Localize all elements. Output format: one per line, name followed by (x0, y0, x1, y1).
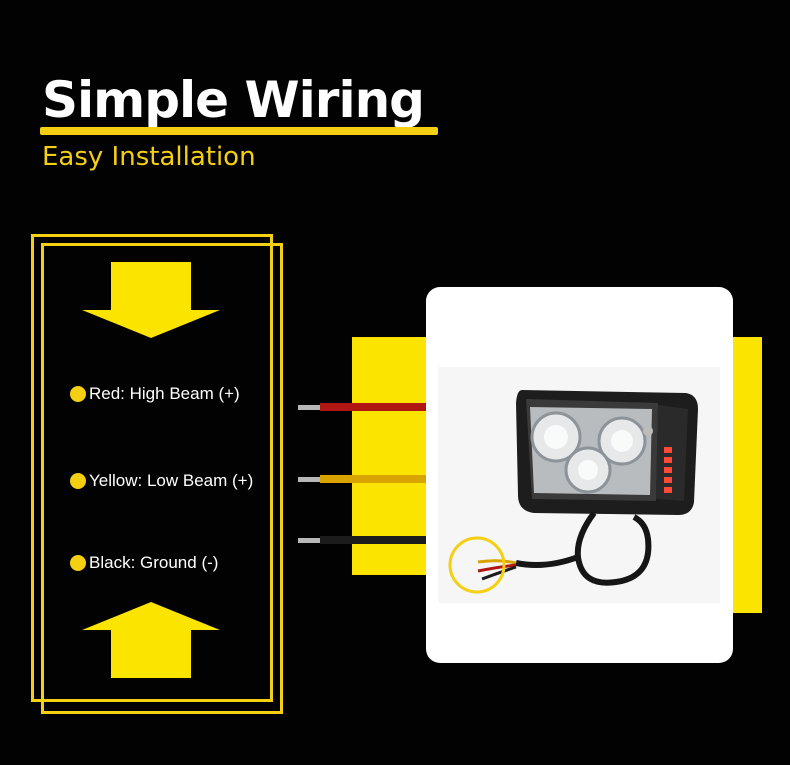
wire-label-red: Red: High Beam (+) (70, 384, 240, 404)
legend-frame-outer (31, 234, 273, 702)
wire-label-black: Black: Ground (-) (70, 553, 218, 573)
dot-icon (70, 473, 86, 489)
wire-yellow (320, 475, 428, 483)
wire-label-text: Black: Ground (-) (89, 553, 219, 572)
arrow-up-icon (82, 602, 220, 678)
page-subtitle: Easy Installation (42, 142, 256, 172)
title-underline (40, 127, 438, 135)
wire-label-yellow: Yellow: Low Beam (+) (70, 471, 253, 491)
wire-terminal (298, 477, 320, 482)
product-photo-card (426, 287, 733, 663)
led-light-illustration (448, 390, 698, 594)
wire-label-text: Yellow: Low Beam (+) (89, 471, 254, 490)
yellow-panel-left (352, 337, 432, 575)
page-title: Simple Wiring (42, 71, 425, 129)
wire-black (320, 536, 428, 544)
dot-icon (70, 555, 86, 571)
wire-red (320, 403, 428, 411)
arrow-down-icon (82, 262, 220, 338)
legend-frame-inner (41, 243, 283, 714)
wire-label-text: Red: High Beam (+) (89, 384, 240, 403)
wire-terminal (298, 405, 320, 410)
yellow-panel-right (728, 337, 762, 613)
dot-icon (70, 386, 86, 402)
wire-terminal (298, 538, 320, 543)
